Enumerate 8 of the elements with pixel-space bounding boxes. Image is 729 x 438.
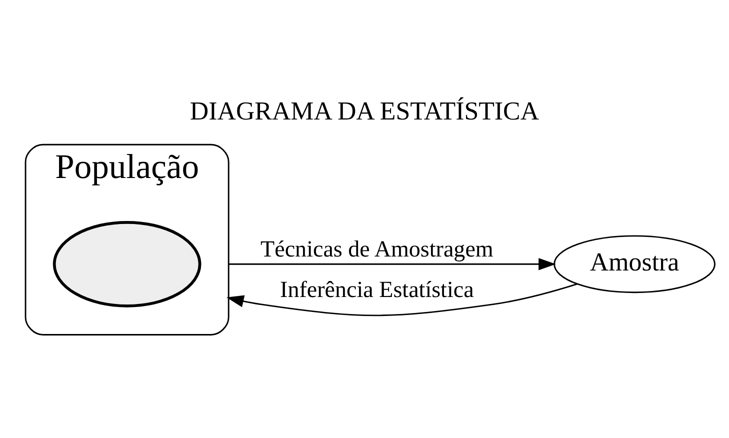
- node-ellipse: Amostra: [554, 234, 716, 293]
- arrow: [226, 282, 578, 316]
- edge-label: Inferência Estatística: [280, 275, 474, 302]
- cluster: População: [24, 143, 230, 335]
- edge-label: Técnicas de Amostragem: [260, 235, 494, 262]
- arrow: [228, 258, 556, 270]
- node-ellipse: [52, 220, 202, 307]
- diagram-title: DIAGRAMA DA ESTATÍSTICA: [190, 96, 540, 125]
